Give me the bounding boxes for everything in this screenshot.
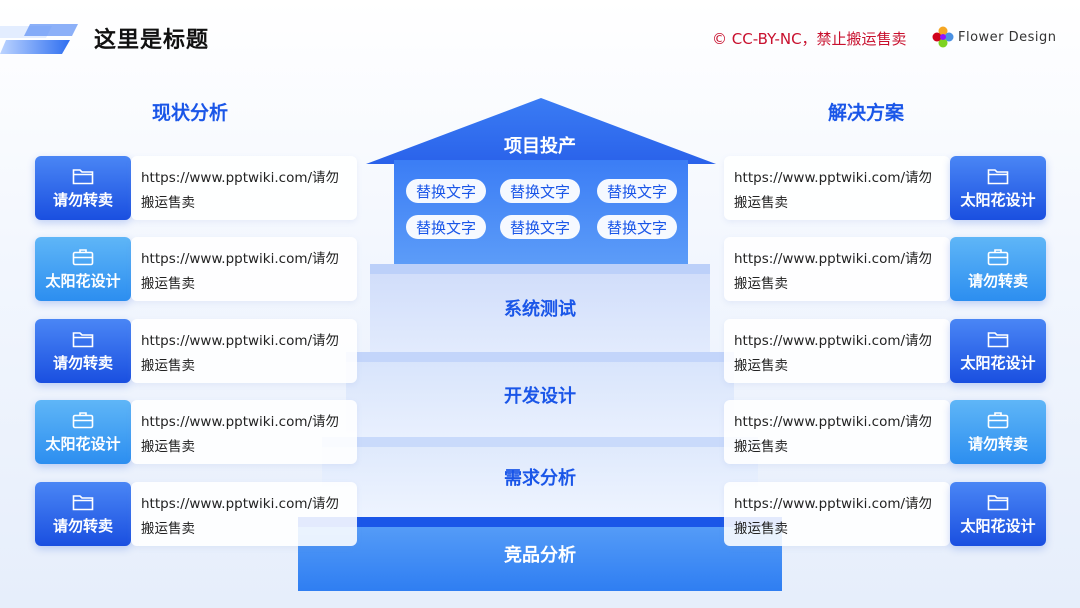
card-text-line2: 搬运售卖	[734, 521, 788, 537]
right-card: https://www.pptwiki.com/请勿 搬运售卖 太阳花设计	[724, 482, 1046, 546]
left-card: 请勿转卖 https://www.pptwiki.com/请勿 搬运售卖	[35, 156, 357, 220]
card-tag-label: 太阳花设计	[45, 271, 121, 290]
card-tag: 太阳花设计	[950, 319, 1046, 383]
card-tag: 请勿转卖	[35, 156, 131, 220]
step-competitor-analysis: 竞品分析	[298, 517, 782, 591]
card-text: https://www.pptwiki.com/请勿 搬运售卖	[724, 156, 950, 220]
left-card: 请勿转卖 https://www.pptwiki.com/请勿 搬运售卖	[35, 319, 357, 383]
card-text: https://www.pptwiki.com/请勿 搬运售卖	[131, 156, 357, 220]
left-section-heading: 现状分析	[152, 102, 229, 124]
step-requirement-analysis: 需求分析	[322, 437, 758, 517]
card-text-line1: https://www.pptwiki.com/请勿	[141, 414, 340, 430]
card-tag-label: 请勿转卖	[52, 353, 113, 372]
folder-icon	[72, 494, 94, 510]
brand-logo: Flower Design	[932, 26, 1057, 48]
replace-text-pill: 替换文字	[500, 215, 580, 239]
card-text-line2: 搬运售卖	[141, 276, 195, 292]
card-text-line1: https://www.pptwiki.com/请勿	[734, 496, 933, 512]
card-tag-label: 太阳花设计	[960, 353, 1036, 372]
folder-icon	[987, 494, 1009, 510]
card-text: https://www.pptwiki.com/请勿 搬运售卖	[724, 319, 950, 383]
replace-text-pill: 替换文字	[500, 179, 580, 203]
replace-text-pill: 替换文字	[406, 215, 486, 239]
card-text-line1: https://www.pptwiki.com/请勿	[141, 496, 340, 512]
card-text: https://www.pptwiki.com/请勿 搬运售卖	[724, 400, 950, 464]
page-title: 这里是标题	[94, 28, 210, 53]
card-text-line2: 搬运售卖	[734, 358, 788, 374]
card-text-line1: https://www.pptwiki.com/请勿	[734, 251, 933, 267]
replace-text-pill: 替换文字	[597, 215, 677, 239]
briefcase-icon	[987, 248, 1009, 265]
card-tag: 请勿转卖	[950, 237, 1046, 301]
folder-icon	[72, 331, 94, 347]
card-tag-label: 太阳花设计	[45, 434, 121, 453]
briefcase-icon	[987, 411, 1009, 428]
card-tag-label: 请勿转卖	[52, 190, 113, 209]
copyright-notice: © CC-BY-NC，禁止搬运售卖	[712, 30, 907, 48]
card-tag-label: 太阳花设计	[960, 516, 1036, 535]
card-text: https://www.pptwiki.com/请勿 搬运售卖	[724, 482, 950, 546]
left-card: 请勿转卖 https://www.pptwiki.com/请勿 搬运售卖	[35, 482, 357, 546]
card-text: https://www.pptwiki.com/请勿 搬运售卖	[131, 482, 357, 546]
card-text: https://www.pptwiki.com/请勿 搬运售卖	[724, 237, 950, 301]
card-text-line1: https://www.pptwiki.com/请勿	[734, 333, 933, 349]
card-tag-label: 太阳花设计	[960, 190, 1036, 209]
card-tag-label: 请勿转卖	[967, 434, 1028, 453]
right-card: https://www.pptwiki.com/请勿 搬运售卖 太阳花设计	[724, 156, 1046, 220]
right-card: https://www.pptwiki.com/请勿 搬运售卖 请勿转卖	[724, 400, 1046, 464]
step-label: 开发设计	[504, 385, 576, 407]
left-card: 太阳花设计 https://www.pptwiki.com/请勿 搬运售卖	[35, 237, 357, 301]
card-tag-label: 请勿转卖	[967, 271, 1028, 290]
card-text-line2: 搬运售卖	[734, 276, 788, 292]
card-text-line1: https://www.pptwiki.com/请勿	[141, 170, 340, 186]
house-roof	[366, 98, 716, 264]
card-tag: 请勿转卖	[950, 400, 1046, 464]
right-card: https://www.pptwiki.com/请勿 搬运售卖 请勿转卖	[724, 237, 1046, 301]
step-label: 系统测试	[504, 299, 576, 320]
flower-logo-icon	[932, 26, 954, 48]
card-tag: 请勿转卖	[35, 482, 131, 546]
house-label: 项目投产	[504, 136, 576, 157]
right-card: https://www.pptwiki.com/请勿 搬运售卖 太阳花设计	[724, 319, 1046, 383]
card-text-line1: https://www.pptwiki.com/请勿	[141, 251, 340, 267]
card-tag: 请勿转卖	[35, 319, 131, 383]
folder-icon	[987, 331, 1009, 347]
step-development-design: 开发设计	[346, 352, 734, 437]
card-text: https://www.pptwiki.com/请勿 搬运售卖	[131, 400, 357, 464]
step-label: 竞品分析	[504, 545, 576, 566]
replace-text-pill: 替换文字	[597, 179, 677, 203]
card-tag: 太阳花设计	[35, 237, 131, 301]
card-text-line1: https://www.pptwiki.com/请勿	[141, 333, 340, 349]
card-text-line2: 搬运售卖	[141, 439, 195, 455]
card-tag: 太阳花设计	[950, 482, 1046, 546]
folder-icon	[72, 168, 94, 184]
card-text: https://www.pptwiki.com/请勿 搬运售卖	[131, 319, 357, 383]
step-label: 需求分析	[504, 468, 576, 489]
card-text: https://www.pptwiki.com/请勿 搬运售卖	[131, 237, 357, 301]
card-tag: 太阳花设计	[35, 400, 131, 464]
briefcase-icon	[72, 248, 94, 265]
brand-name: Flower Design	[958, 29, 1057, 45]
right-section-heading: 解决方案	[828, 102, 905, 124]
card-tag: 太阳花设计	[950, 156, 1046, 220]
briefcase-icon	[72, 411, 94, 428]
replace-text-pill: 替换文字	[406, 179, 486, 203]
card-text-line2: 搬运售卖	[734, 195, 788, 211]
card-text-line1: https://www.pptwiki.com/请勿	[734, 414, 933, 430]
folder-icon	[987, 168, 1009, 184]
card-text-line2: 搬运售卖	[734, 439, 788, 455]
card-text-line1: https://www.pptwiki.com/请勿	[734, 170, 933, 186]
card-text-line2: 搬运售卖	[141, 195, 195, 211]
card-text-line2: 搬运售卖	[141, 358, 195, 374]
card-text-line2: 搬运售卖	[141, 521, 195, 537]
left-card: 太阳花设计 https://www.pptwiki.com/请勿 搬运售卖	[35, 400, 357, 464]
title-decoration-icon	[0, 24, 78, 54]
card-tag-label: 请勿转卖	[52, 516, 113, 535]
step-system-testing: 系统测试	[370, 264, 710, 352]
